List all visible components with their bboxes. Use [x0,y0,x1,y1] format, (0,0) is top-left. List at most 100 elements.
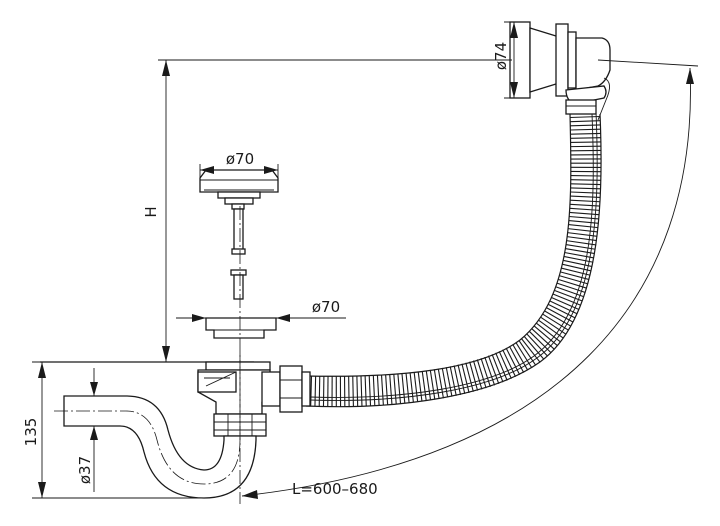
flange-diameter-label: ø70 [312,298,340,316]
hose-rib [549,300,578,315]
hose-rib [457,364,466,394]
trap-height-dimension: 135 [22,361,204,499]
hose-rib [487,355,500,385]
corrugated-hose [305,111,602,408]
hose-rib [372,375,376,406]
hose-rib [401,373,406,404]
drain-body [40,361,311,437]
drain-flange [205,317,277,339]
hose-rib [562,259,593,268]
plug-diameter-dimension: ø70 [199,150,279,178]
hose-rib [421,371,427,401]
overflow-diameter-dimension: ø74 [492,21,528,99]
hose-rib [563,255,594,263]
hose-rib [502,349,517,378]
flange-diameter-dimension: ø70 [176,298,346,322]
hose-rib [318,376,321,407]
hose-rib [568,224,599,229]
hose-rib [368,375,372,406]
hose-rib [433,369,440,400]
hose-rib [465,362,474,392]
hose-rib [476,359,487,389]
hose-rib [569,215,600,220]
hose-rib [449,366,457,396]
hose-rib [569,211,600,216]
hose-rib [570,199,601,203]
hose-rib [533,325,558,346]
hose-rib [461,363,470,393]
hose-rib [397,373,402,404]
hose-rib [453,365,462,395]
hose-rib [555,286,585,298]
hose-rib [570,179,601,181]
hose-rib [314,376,317,407]
hose-rib [356,376,359,407]
hose-rib [491,354,504,383]
hose-rib [389,374,393,405]
trap-height-label: 135 [22,418,40,447]
hose-rib [560,271,590,281]
hose-rib [429,369,436,400]
hose-rib [566,236,597,242]
hose-rib [565,248,595,255]
hose-rib [554,289,583,302]
hose-rib [567,232,598,237]
hose-rib [472,360,483,390]
hose-rib [538,319,564,339]
hose-rib [570,128,601,131]
hose-rib [567,228,598,233]
hose-rib [556,282,586,294]
siphon-trap [54,352,257,499]
hose-rib [570,120,601,123]
pipe-diameter-dimension: ø37 [76,368,98,492]
height-dimension: H [142,59,512,362]
hose-rib [561,263,592,272]
hose-rib [566,240,597,246]
hose-rib [352,376,354,407]
hose-rib [559,275,589,285]
hose-rib [570,187,601,190]
hose-rib [570,195,601,199]
length-label: L=600–680 [292,480,378,498]
hose-rib [544,310,571,327]
hose-rib [445,367,453,397]
plug-diameter-label: ø70 [226,150,254,168]
hose-rib [564,251,595,259]
hose-rib [413,372,419,403]
hose-rib [360,376,363,407]
pipe-diameter-label: ø37 [76,456,94,484]
length-dimension: L=600–680 [241,59,699,499]
hose-rib [441,367,449,398]
hose-rib [548,303,576,319]
hose-rib [310,376,313,407]
hose-rib [469,361,479,391]
hose-rib [484,356,496,386]
hose-rib [557,278,587,289]
hose-rib [546,307,574,323]
hose-rib [540,316,567,335]
hose-ribs [310,115,602,407]
hose-rib [536,322,561,343]
hose-rib [417,371,423,402]
hose-rib [437,368,444,399]
hose-rib [405,373,410,403]
hose-rib [565,244,596,250]
hose-rib [552,293,581,306]
hose-rib [570,124,601,127]
hose-rib [364,375,367,406]
plug [199,169,279,255]
height-label: H [142,206,160,217]
hose-rib [569,207,600,211]
hose-rib [568,219,599,224]
hose-rib [495,352,508,381]
hose-rib [561,267,591,276]
hose-rib [480,358,491,387]
hose-rib [569,203,600,207]
hose-rib [570,191,601,194]
hose-rib [570,115,601,119]
hose-rib [570,141,601,144]
hose-rib [376,375,380,406]
hose-rib [425,370,432,401]
plug-insert [230,269,247,300]
